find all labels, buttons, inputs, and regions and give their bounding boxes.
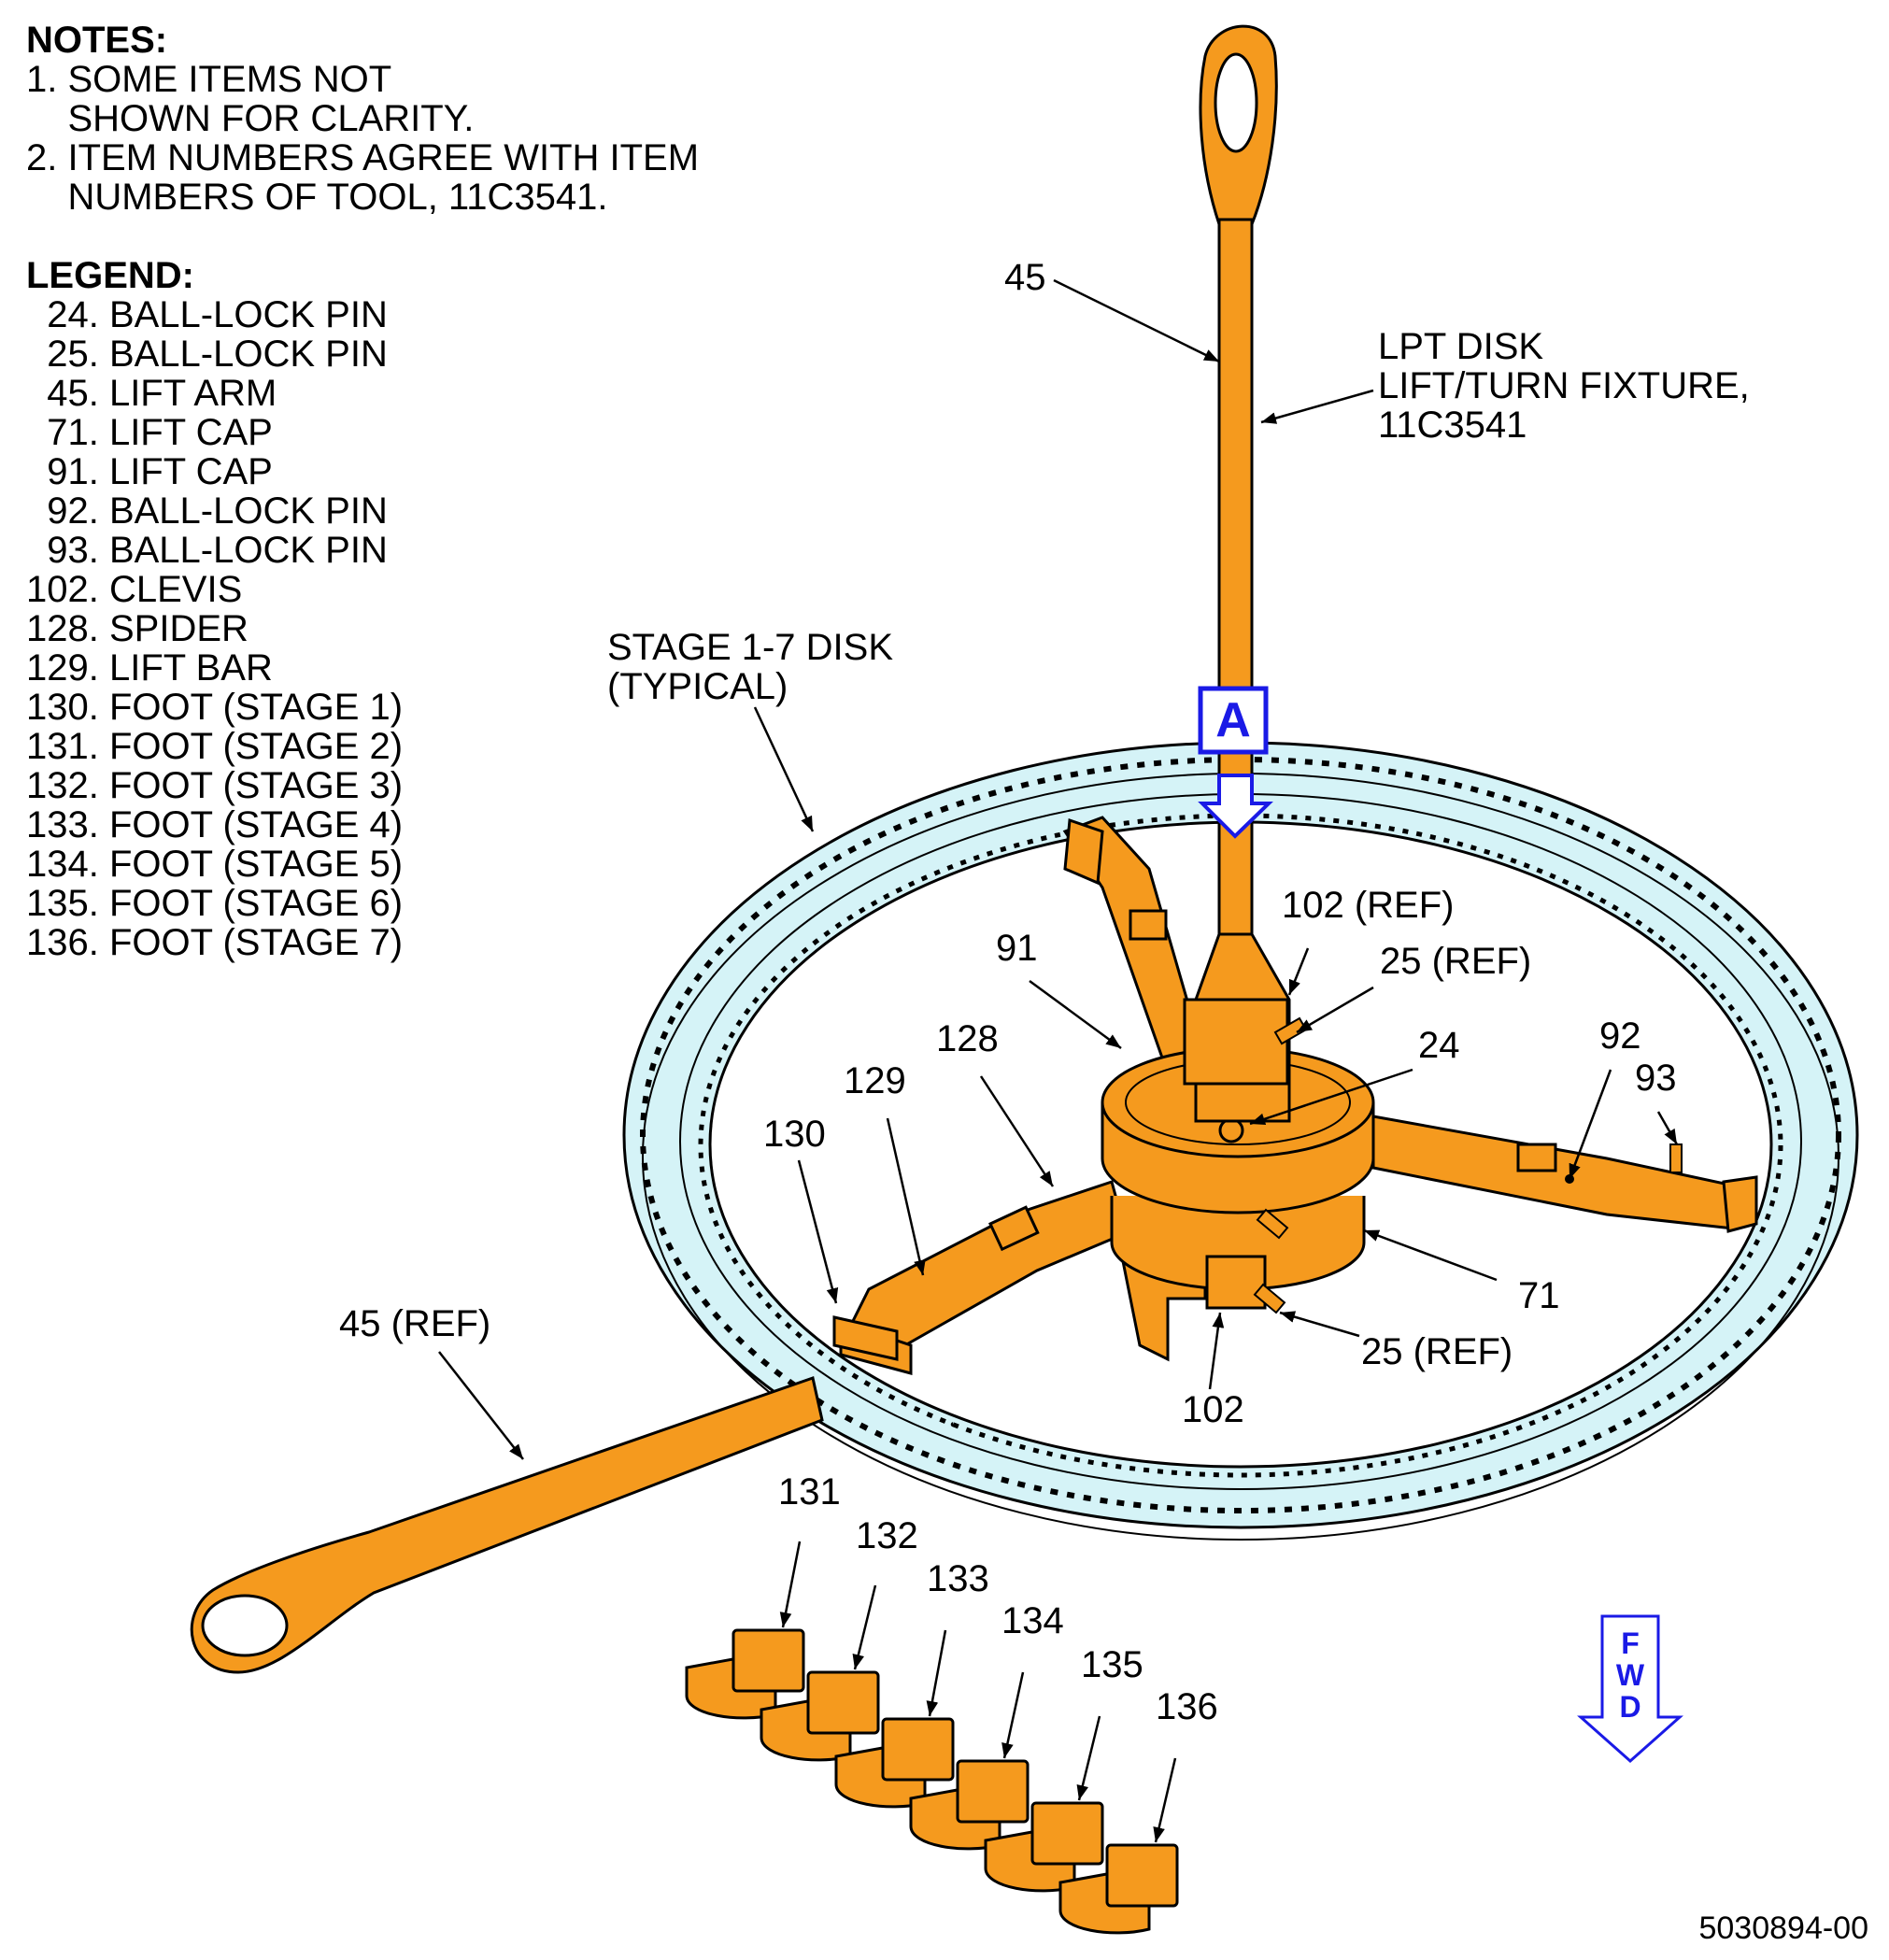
legend-item: 130. FOOT (STAGE 1) — [26, 687, 404, 728]
legend-item: 102. CLEVIS — [26, 569, 243, 610]
callout-91: 91 — [996, 928, 1038, 969]
legend-item: 93. BALL-LOCK PIN — [26, 530, 388, 571]
fwd-arrow — [1577, 1614, 1683, 1764]
foot-135 — [984, 1801, 1104, 1893]
legend-item: 128. SPIDER — [26, 608, 249, 649]
notes-heading: NOTES: — [26, 20, 168, 61]
view-marker-label: A — [1215, 693, 1251, 747]
fwd-letter: F — [1621, 1626, 1640, 1660]
callout-102-ref: 102 (REF) — [1282, 885, 1455, 926]
legend-item: 71. LIFT CAP — [26, 412, 273, 453]
spider — [839, 816, 1758, 1375]
legend-heading: LEGEND: — [26, 255, 194, 296]
callout-25-ref-bottom: 25 (REF) — [1361, 1331, 1513, 1372]
callout-131: 131 — [778, 1471, 841, 1513]
callout-24: 24 — [1418, 1025, 1460, 1066]
callout-93: 93 — [1635, 1058, 1677, 1099]
foot-134 — [909, 1759, 1030, 1851]
fwd-letter: W — [1615, 1658, 1645, 1692]
callout-45: 45 — [1004, 257, 1046, 298]
legend-item: 135. FOOT (STAGE 6) — [26, 883, 404, 924]
foot-130 — [832, 1315, 899, 1361]
callout-25-ref-top: 25 (REF) — [1380, 941, 1532, 982]
note-2: 2. ITEM NUMBERS AGREE WITH ITEM NUMBERS … — [26, 137, 700, 218]
legend-item: 45. LIFT ARM — [26, 373, 277, 414]
fwd-label: F W D — [1605, 1627, 1655, 1723]
legend-item: 91. LIFT CAP — [26, 451, 273, 492]
callout-134: 134 — [1001, 1600, 1064, 1641]
leader-lines — [438, 278, 1679, 1843]
legend-item: 136. FOOT (STAGE 7) — [26, 922, 404, 963]
legend-item: 132. FOOT (STAGE 3) — [26, 765, 404, 806]
hub — [1101, 1046, 1375, 1310]
foot-133 — [834, 1717, 955, 1809]
callout-135: 135 — [1081, 1644, 1143, 1685]
feet-group — [685, 1628, 1179, 1935]
callout-71: 71 — [1518, 1275, 1560, 1316]
foot-132 — [760, 1670, 880, 1762]
callout-92: 92 — [1599, 1016, 1641, 1057]
view-marker-a — [1198, 686, 1273, 839]
callout-102: 102 — [1182, 1389, 1244, 1430]
figure-id: 5030894-00 — [1698, 1910, 1868, 1946]
legend-item: 92. BALL-LOCK PIN — [26, 490, 388, 532]
callout-stage-disk: STAGE 1-7 DISK (TYPICAL) — [607, 627, 894, 707]
note-1: 1. SOME ITEMS NOT SHOWN FOR CLARITY. — [26, 59, 475, 139]
callout-45-ref: 45 (REF) — [339, 1303, 491, 1344]
lift-arm-lower — [190, 1376, 824, 1674]
callout-130: 130 — [763, 1114, 826, 1155]
legend-item: 129. LIFT BAR — [26, 647, 273, 689]
legend-item: 131. FOOT (STAGE 2) — [26, 726, 404, 767]
callout-136: 136 — [1156, 1686, 1218, 1727]
callout-132: 132 — [856, 1515, 918, 1556]
legend-item: 133. FOOT (STAGE 4) — [26, 804, 404, 845]
legend-item: 25. BALL-LOCK PIN — [26, 334, 388, 375]
foot-131 — [685, 1628, 805, 1720]
legend-item: 24. BALL-LOCK PIN — [26, 294, 388, 335]
foot-136 — [1058, 1843, 1179, 1935]
legend-list: 24. BALL-LOCK PIN 25. BALL-LOCK PIN 45. … — [26, 295, 403, 962]
callout-128: 128 — [936, 1018, 999, 1059]
callout-133: 133 — [927, 1558, 989, 1599]
fwd-letter: D — [1619, 1690, 1641, 1724]
legend-item: 134. FOOT (STAGE 5) — [26, 844, 404, 885]
callout-129: 129 — [844, 1060, 906, 1101]
callout-fixture: LPT DISK LIFT/TURN FIXTURE, 11C3541 — [1378, 326, 1750, 446]
lift-arm-vertical — [1183, 24, 1291, 1123]
